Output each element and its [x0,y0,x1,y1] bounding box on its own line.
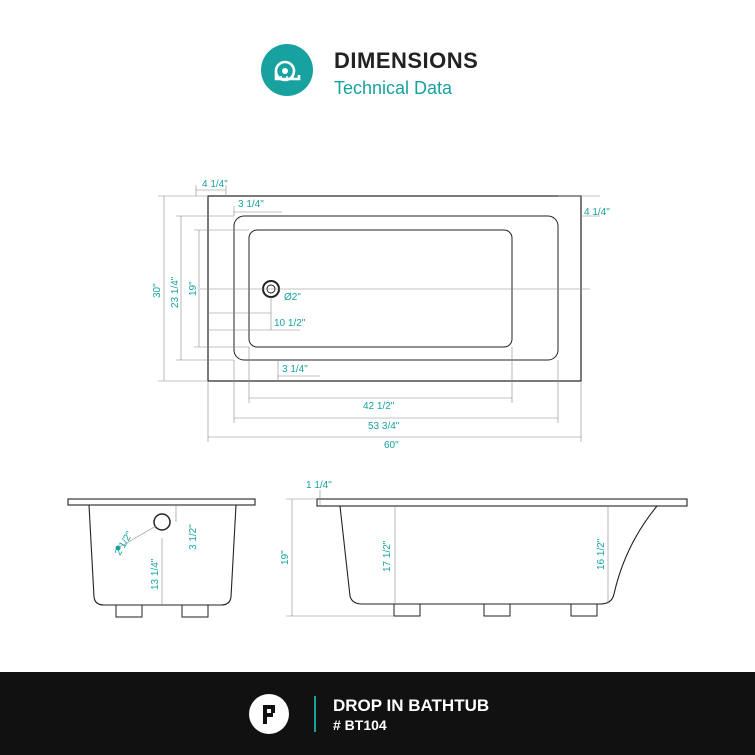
side-view-rim [316,498,688,507]
dim-end-height: 13 1/4" [150,558,161,590]
side-view-body [339,505,658,605]
dim-left-rim: 4 1/4" [202,179,228,190]
tub-outer-outline [207,195,582,382]
overflow-marker [115,545,121,551]
dim-inner-length-bottom: 42 1/2" [363,401,395,412]
top-view [158,185,600,442]
dim-outer-width: 30" [152,283,163,298]
dim-rim-thickness: 1 1/4" [306,480,332,491]
dimension-labels: 4 1/4" 3 1/4" 4 1/4" 30" 23 1/4" 19" Ø2"… [113,179,610,590]
side-view [286,490,688,617]
end-view [67,498,256,618]
dim-overflow-offset: 3 1/2" [188,524,199,550]
dim-drain-offset: 10 1/2" [274,318,306,329]
top-view-dimension-lines [158,185,600,442]
dim-inner-width-top: 23 1/4" [170,276,181,308]
side-foot-3 [570,603,598,617]
dim-rim-top: 3 1/4" [238,199,264,210]
dim-depth-left: 17 1/2" [382,540,393,572]
side-foot-2 [483,603,511,617]
side-foot-1 [393,603,421,617]
dim-rim-bottom: 3 1/4" [282,364,308,375]
product-sku: # BT104 [333,717,387,733]
dim-outer-length: 60" [384,440,399,451]
dim-inner-length-top: 53 3/4" [368,421,400,432]
dim-drain-diameter: Ø2" [284,292,301,303]
end-view-body [88,504,237,606]
dim-right-rim: 4 1/4" [584,207,610,218]
dim-overflow-diameter: 2 1/2" [113,529,136,557]
tape-measure-icon [261,44,313,96]
tub-basin-outline [248,229,513,348]
dim-overall-height: 19" [280,550,291,565]
end-foot-left [115,604,143,618]
product-name: DROP IN BATHTUB [333,696,490,715]
technical-drawing: 4 1/4" 3 1/4" 4 1/4" 30" 23 1/4" 19" Ø2"… [67,179,688,618]
header: DIMENSIONS Technical Data [0,0,755,140]
page-title: DIMENSIONS [334,48,479,73]
tub-rim-outline [233,215,559,361]
overflow-outlet [153,513,171,531]
brand-logo-icon [249,694,289,734]
dim-inner-width-bottom: 19" [188,281,199,296]
footer-bar: DROP IN BATHTUB # BT104 [0,672,755,755]
dim-depth-right: 16 1/2" [596,538,607,570]
page-subtitle: Technical Data [334,78,453,98]
footer-divider [314,696,316,732]
end-view-rim [67,498,256,506]
end-foot-right [181,604,209,618]
